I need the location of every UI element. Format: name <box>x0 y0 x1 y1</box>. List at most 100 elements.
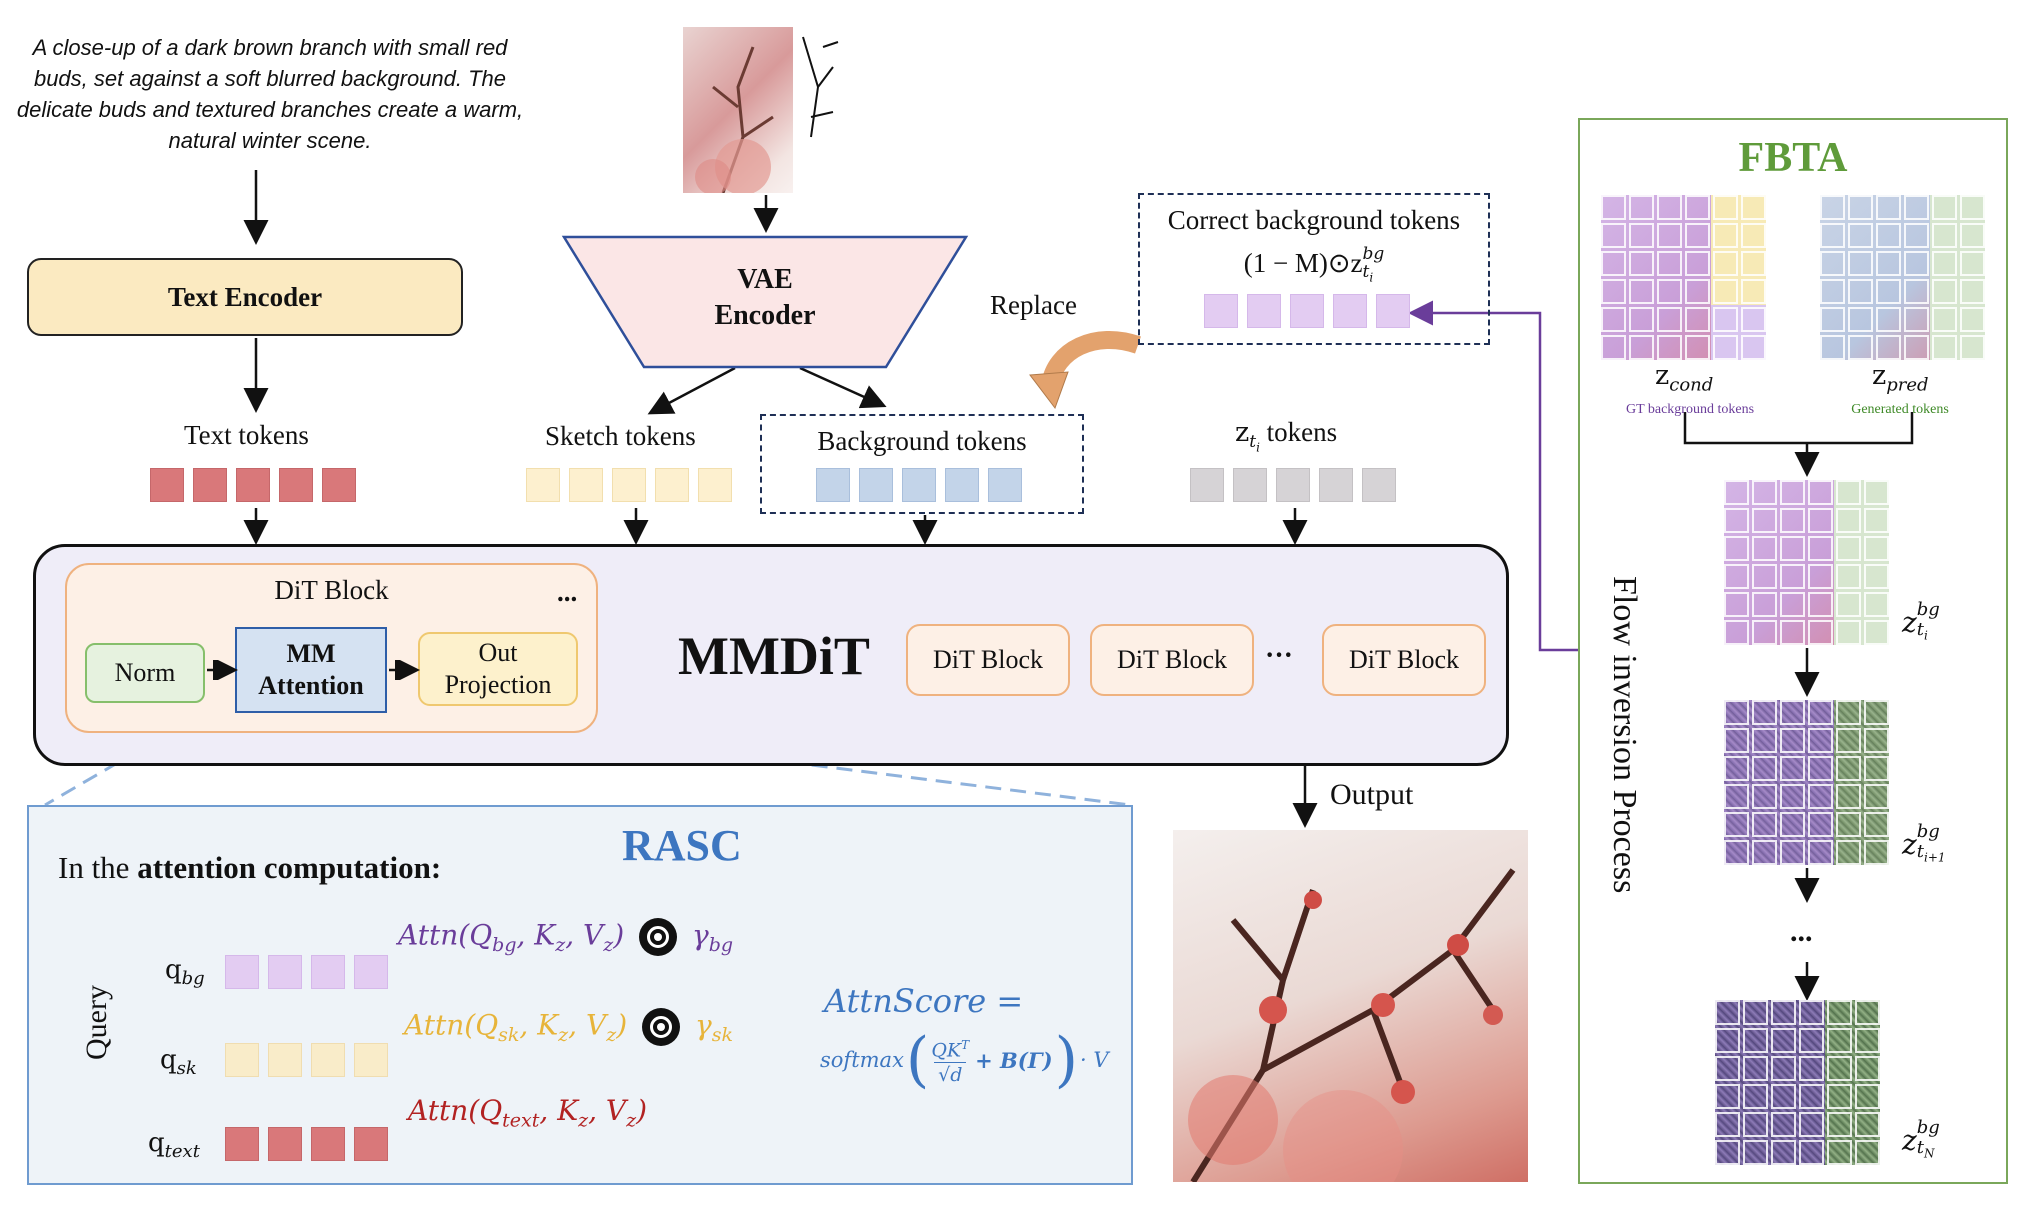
zt-token-row <box>1190 468 1396 502</box>
prompt-text: A close-up of a dark brown branch with s… <box>16 35 524 153</box>
token-background <box>902 468 936 502</box>
background-token-row <box>816 468 1022 502</box>
token-sketch <box>526 468 560 502</box>
token-zt <box>1233 468 1267 502</box>
attn-text-formula: Attn(Qtext, Kz, Vz) <box>408 1094 648 1132</box>
token-correct-bg <box>1333 294 1367 328</box>
token-q-sk <box>268 1043 302 1077</box>
q-bg-token-row <box>225 955 388 989</box>
fbta-ellipsis: ... <box>1790 915 1813 948</box>
token-zt <box>1319 468 1353 502</box>
token-text <box>150 468 184 502</box>
rasc-panel <box>27 805 1133 1185</box>
text-token-row <box>150 468 356 502</box>
query-label: Query <box>80 985 113 1060</box>
token-q-text <box>354 1127 388 1161</box>
token-text <box>279 468 313 502</box>
inner-arrows <box>207 660 420 680</box>
token-zt <box>1190 468 1224 502</box>
token-sketch <box>655 468 689 502</box>
z-cond-image <box>1601 195 1766 360</box>
token-q-text <box>311 1127 345 1161</box>
generated-tokens-label: Generated tokens <box>1851 402 1949 417</box>
dit-block-3: DiT Block <box>1322 624 1486 696</box>
fbta-title: FBTA <box>1738 135 1848 181</box>
token-sketch <box>569 468 603 502</box>
token-q-bg <box>268 955 302 989</box>
token-q-bg <box>311 955 345 989</box>
mmdit-title: MMDiT <box>678 626 870 686</box>
z-pred-label: zpred <box>1872 360 1929 396</box>
token-background <box>816 468 850 502</box>
text-encoder-label: Text Encoder <box>167 281 323 312</box>
z-ti1-image <box>1724 700 1889 865</box>
vae-encoder-block <box>561 235 969 369</box>
vae-label-line1: VAE <box>737 264 793 295</box>
vae-label-line2: Encoder <box>714 300 816 331</box>
scale-knob-icon <box>642 1008 681 1046</box>
attnscore-formula: softmax ( QKT √d + B(Γ) ) · V <box>820 1025 1109 1095</box>
dit-ellipsis: ... <box>557 577 578 607</box>
dit-block-2: DiT Block <box>1090 624 1254 696</box>
background-tokens-label: Background tokens <box>817 426 1027 456</box>
norm-block: Norm <box>85 643 205 703</box>
q-bg-label: qbg <box>165 955 205 990</box>
token-q-bg <box>354 955 388 989</box>
sketch-tokens-label: Sketch tokens <box>545 421 696 451</box>
q-sk-token-row <box>225 1043 388 1077</box>
token-correct-bg <box>1290 294 1324 328</box>
dit-block-1: DiT Block <box>906 624 1070 696</box>
token-background <box>945 468 979 502</box>
q-text-token-row <box>225 1127 388 1161</box>
token-correct-bg <box>1204 294 1238 328</box>
attn-sk-formula: Attn(Qsk, Kz, Vz) γsk <box>404 1008 733 1047</box>
token-q-sk <box>311 1043 345 1077</box>
token-q-sk <box>354 1043 388 1077</box>
attn-bg-formula: Attn(Qbg, Kz, Vz) γbg <box>398 918 734 957</box>
token-text <box>193 468 227 502</box>
fbta-panel <box>1578 118 2008 1184</box>
output-image <box>1173 830 1528 1182</box>
q-text-label: qtext <box>148 1128 200 1163</box>
z-pred-image <box>1820 195 1985 360</box>
zt-tokens-label: zti tokens <box>1235 417 1338 455</box>
token-sketch <box>698 468 732 502</box>
token-q-text <box>225 1127 259 1161</box>
z-ti-image <box>1724 480 1889 645</box>
dit-block-title: DiT Block <box>274 575 389 605</box>
mm-attention-block: MM Attention <box>235 627 387 713</box>
token-correct-bg <box>1247 294 1281 328</box>
flow-inversion-label: Flow inversion Process <box>1606 576 1643 894</box>
token-q-sk <box>225 1043 259 1077</box>
token-sketch <box>612 468 646 502</box>
token-zt <box>1362 468 1396 502</box>
out-projection-block: Out Projection <box>418 632 578 706</box>
token-text <box>236 468 270 502</box>
attnscore-title: AttnScore = <box>824 982 1024 1020</box>
gt-background-tokens-label: GT background tokens <box>1625 402 1755 417</box>
text-tokens-label: Text tokens <box>184 420 309 450</box>
replace-label: Replace <box>990 290 1077 320</box>
scale-knob-icon <box>639 918 678 956</box>
rasc-title: RASC <box>622 821 742 870</box>
z-tn-image <box>1715 1000 1880 1165</box>
sketch-token-row <box>526 468 732 502</box>
token-q-bg <box>225 955 259 989</box>
token-zt <box>1276 468 1310 502</box>
sketch-input-image <box>683 27 847 193</box>
token-q-text <box>268 1127 302 1161</box>
correct-bg-token-row <box>1204 294 1410 328</box>
output-label: Output <box>1330 778 1414 811</box>
z-cond-label: zcond <box>1655 360 1714 396</box>
token-correct-bg <box>1376 294 1410 328</box>
token-background <box>988 468 1022 502</box>
q-sk-label: qsk <box>160 1045 197 1080</box>
token-text <box>322 468 356 502</box>
rasc-heading: In the attention computation: <box>58 850 442 885</box>
text-encoder-block: Text Encoder <box>27 258 463 336</box>
dit-blocks-ellipsis: ··· <box>1265 640 1294 671</box>
